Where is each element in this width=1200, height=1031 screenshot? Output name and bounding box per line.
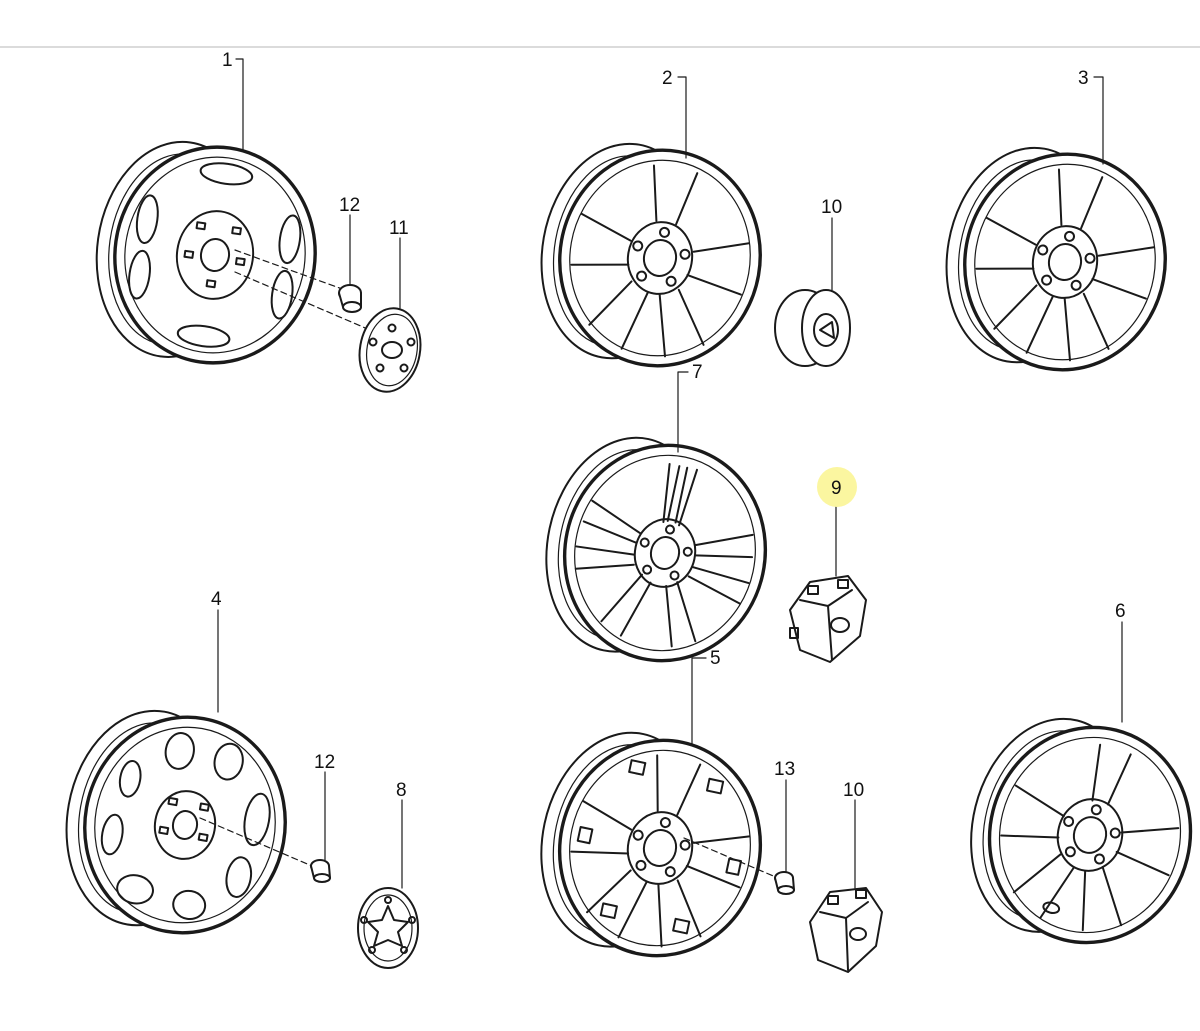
center-cap-8 [357,887,419,969]
callout-11: 11 [389,218,409,239]
wheel-6 [948,700,1200,966]
callout-2: 2 [662,68,673,89]
wheel-7 [526,421,787,682]
center-cap-9 [789,575,867,663]
center-cap-11 [358,307,422,393]
lug-nut-13 [774,871,795,895]
callout-4: 4 [211,589,222,610]
callout-10-top: 10 [821,197,842,218]
leader-lines [217,58,1123,889]
lug-nut-12-bottom [310,859,331,883]
callout-13: 13 [774,759,795,780]
lug-nut-12-top [338,284,362,313]
callout-12-top: 12 [339,195,360,216]
center-cap-10-top [774,289,851,367]
callout-10-bottom: 10 [843,780,864,801]
callout-5: 5 [710,648,721,669]
callout-12-bottom: 12 [314,752,335,773]
wheel-1 [82,130,331,378]
wheel-5 [521,716,782,977]
wheel-3 [929,134,1184,388]
callout-7: 7 [692,362,703,383]
center-cap-10-bottom [809,887,883,973]
callout-9: 9 [831,478,842,499]
wheel-2 [524,130,779,384]
callout-8: 8 [396,780,407,801]
callout-1: 1 [222,50,233,71]
callout-9-highlight [817,467,857,507]
wheel-4 [49,697,304,951]
callout-3: 3 [1078,68,1089,89]
callout-6: 6 [1115,601,1126,622]
